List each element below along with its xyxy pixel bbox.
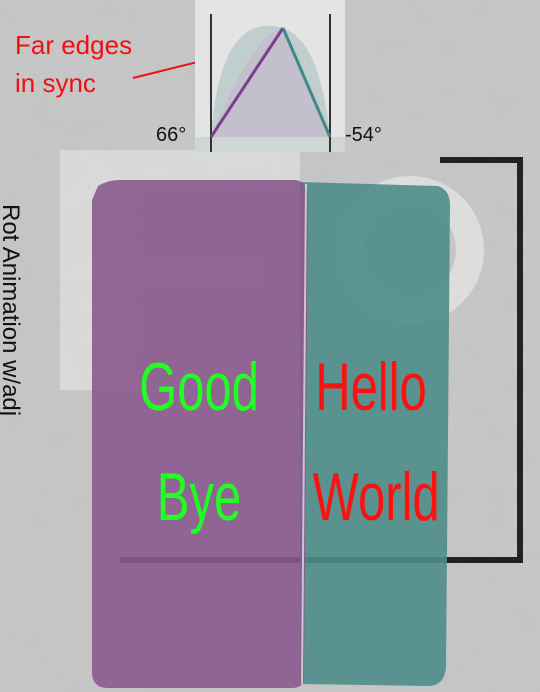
- right-panel: [300, 182, 450, 686]
- left-panel-line-2: Bye: [156, 459, 242, 535]
- right-angle-label: -54°: [345, 124, 382, 146]
- rotation-inset: [195, 0, 345, 152]
- left-panel: [92, 180, 308, 688]
- panel-seam: [301, 183, 307, 685]
- inset-left-edge-line: [209, 27, 285, 138]
- inset-overlap-area: [211, 28, 330, 137]
- inset-right-edge-line: [281, 27, 332, 138]
- annotation-line-2: in sync: [15, 68, 96, 98]
- right-panel-text: Hello World: [312, 332, 440, 552]
- inset-diagram: [195, 14, 345, 152]
- annotation-line-1: Far edges: [15, 30, 133, 60]
- right-panel-line-1: Hello: [315, 349, 427, 425]
- left-panel-line-1: Good: [139, 349, 259, 425]
- right-panel-line-2: World: [312, 459, 440, 535]
- left-angle-label: 66°: [156, 124, 187, 146]
- annotation-text: Far edges in sync: [15, 26, 185, 102]
- left-panel-text: Good Bye: [119, 332, 279, 552]
